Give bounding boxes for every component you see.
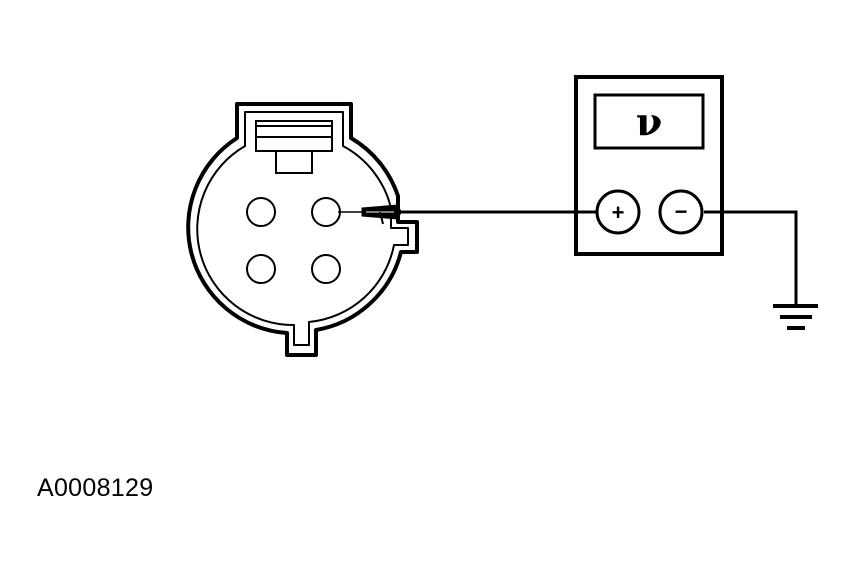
pin-cavity-top-left	[246, 197, 276, 227]
negative-lead-wire	[704, 210, 798, 305]
positive-terminal-label: +	[612, 200, 625, 225]
connector-outer-housing	[186, 102, 419, 357]
meter-unit-label: ν	[636, 99, 662, 144]
positive-terminal	[595, 189, 641, 235]
negative-terminal	[658, 189, 704, 235]
pin-cavity-bottom-right	[311, 254, 341, 284]
pin-cavity-top-right	[311, 197, 341, 227]
voltmeter-icon: ν + −	[574, 75, 724, 256]
ground-symbol-icon	[773, 304, 818, 330]
connector-inner-outline	[196, 111, 409, 346]
meter-housing	[574, 75, 724, 256]
four-pin-connector-icon	[186, 102, 419, 357]
meter-display	[593, 93, 705, 150]
figure-id-label: A0008129	[37, 474, 154, 502]
pin-cavity-bottom-left	[246, 254, 276, 284]
negative-terminal-label: −	[675, 199, 688, 224]
probe-hook	[379, 211, 384, 225]
test-probe-icon	[338, 204, 402, 225]
connector-latch-button	[275, 150, 313, 174]
